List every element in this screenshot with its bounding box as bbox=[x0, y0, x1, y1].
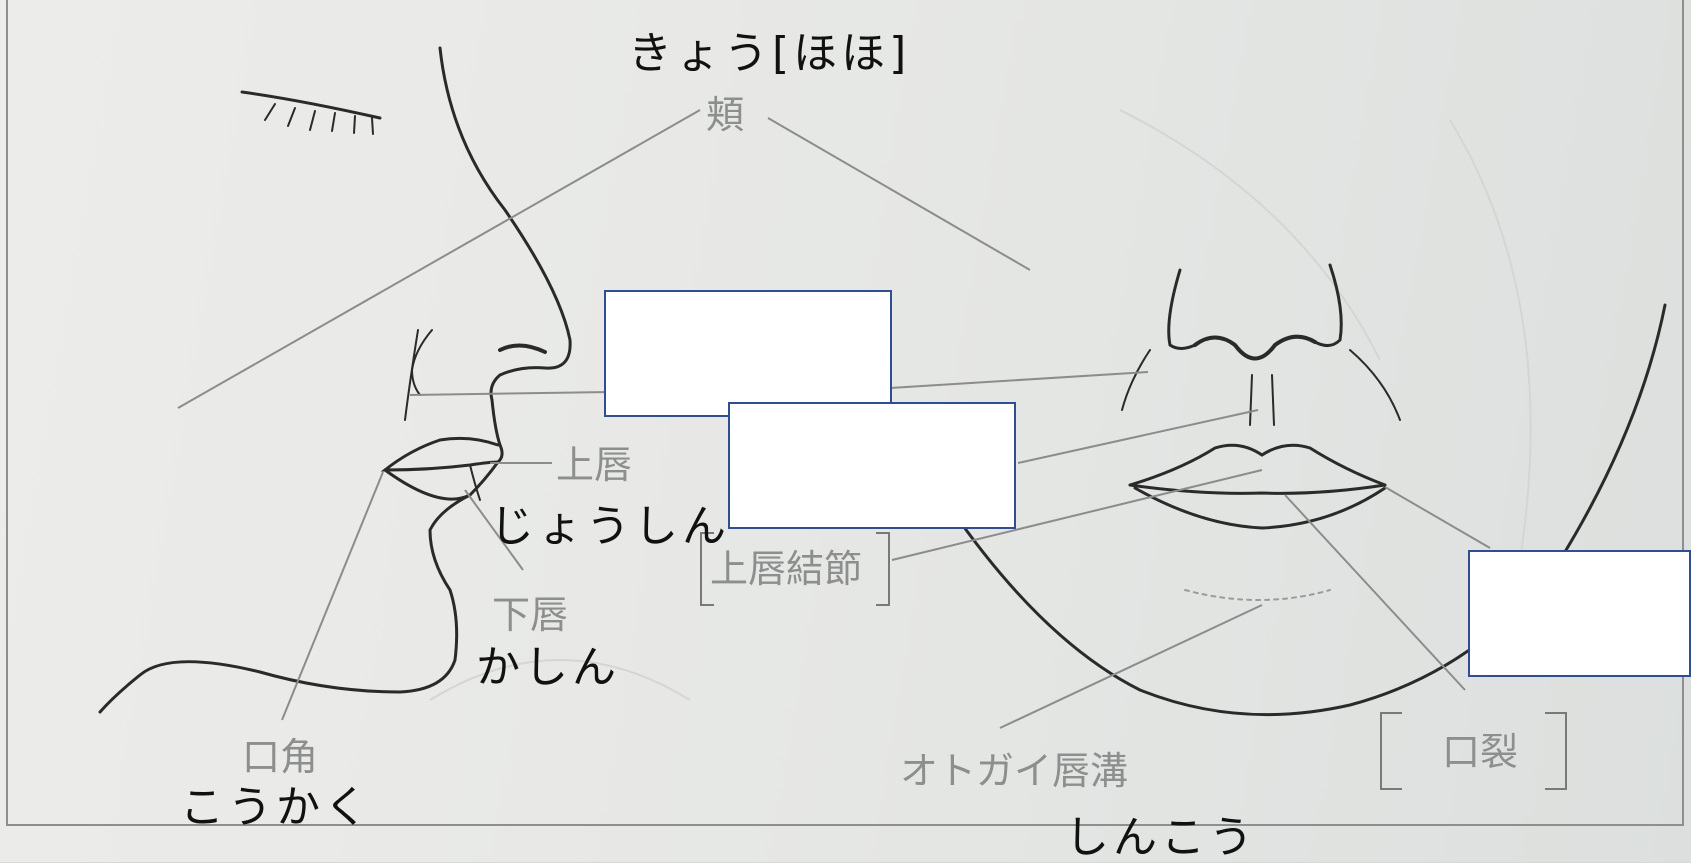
figure-frame bbox=[6, 0, 1684, 826]
leader-cheek-right bbox=[767, 117, 1031, 271]
reading-mouth-corner: こうかく bbox=[180, 782, 372, 833]
front-nose-left bbox=[1167, 268, 1197, 350]
label-mentolabial-sulcus: オトガイ唇溝 bbox=[900, 749, 1129, 793]
leader-tubercle bbox=[891, 469, 1263, 561]
bracket-right-tubercle bbox=[876, 532, 890, 606]
front-face bbox=[943, 263, 1667, 717]
leader-mentolabial bbox=[999, 604, 1263, 729]
nose-bridge bbox=[438, 46, 572, 402]
label-upper-lip-tubercle: 上唇結節 bbox=[710, 547, 863, 591]
reading-lower-lip: かしん bbox=[476, 642, 620, 693]
chin-outline bbox=[98, 493, 472, 714]
label-oral-fissure: 口裂 bbox=[1442, 730, 1519, 774]
answer-box-oral-fissure-region[interactable] bbox=[1468, 550, 1691, 677]
background-faint-texture bbox=[429, 109, 1532, 701]
label-cheek: 頬 bbox=[706, 93, 745, 137]
leader-upper-lip-front bbox=[1017, 409, 1259, 464]
label-mouth-corner: 口角 bbox=[242, 735, 319, 779]
front-mouth-line bbox=[1128, 483, 1387, 495]
front-chin-dimple bbox=[1184, 589, 1331, 601]
front-nose-right bbox=[1313, 263, 1343, 347]
profile-face bbox=[98, 46, 572, 714]
leader-lower-lip bbox=[464, 489, 524, 571]
front-philtrum bbox=[1249, 374, 1275, 426]
leader-oral-fissure-corner bbox=[1384, 486, 1491, 549]
eyelash-line bbox=[264, 103, 374, 135]
leader-cheek-left bbox=[177, 109, 701, 409]
leader-philtrum-side bbox=[409, 391, 611, 396]
front-nasolabial-right bbox=[1349, 349, 1401, 421]
front-lower-lip bbox=[1133, 486, 1387, 530]
upper-lip-outline bbox=[380, 436, 500, 472]
front-jaw bbox=[943, 303, 1667, 717]
leader-mouth-corner bbox=[281, 471, 384, 721]
front-upper-lip bbox=[1128, 443, 1387, 487]
bracket-left-fissure bbox=[1380, 712, 1402, 790]
front-nose-base bbox=[1193, 334, 1317, 361]
lip-shadow bbox=[469, 464, 481, 501]
answer-box-philtrum[interactable] bbox=[604, 290, 892, 417]
reading-mentolabial-sulcus: しんこう bbox=[1065, 812, 1257, 863]
eyelid-line bbox=[240, 90, 382, 120]
cheek-fold bbox=[410, 329, 433, 396]
label-lower-lip: 下唇 bbox=[492, 593, 569, 637]
leader-philtrum-front bbox=[889, 371, 1149, 389]
cheek-fold-2 bbox=[404, 329, 419, 421]
philtrum bbox=[490, 398, 504, 464]
reading-cheek: きょう[ほほ] bbox=[628, 28, 911, 79]
bracket-left-tubercle bbox=[700, 532, 714, 606]
label-upper-lip: 上唇 bbox=[556, 443, 633, 487]
bracket-right-fissure bbox=[1545, 712, 1567, 790]
nostril bbox=[498, 343, 547, 354]
leader-oral-fissure bbox=[1284, 494, 1466, 691]
leader-lines bbox=[177, 109, 1491, 729]
front-nasolabial-left bbox=[1121, 349, 1151, 411]
reading-upper-lip: じょうしん bbox=[490, 501, 730, 552]
answer-box-upper-lip-region[interactable] bbox=[728, 402, 1016, 529]
